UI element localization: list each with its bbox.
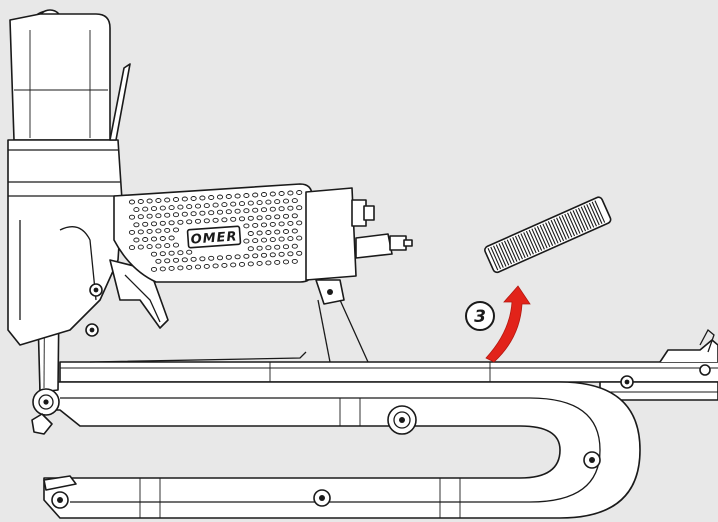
staple-strip <box>484 196 612 274</box>
curved-arrow-up-icon <box>485 285 531 363</box>
head-top-housing <box>9 13 111 141</box>
handle-cap <box>305 187 357 281</box>
air-fitting <box>355 233 393 259</box>
lower-frame <box>39 381 641 519</box>
head-main-housing <box>7 139 123 346</box>
handle: OMER <box>89 183 413 363</box>
step-badge-circle <box>465 301 495 331</box>
base-rail <box>59 328 718 401</box>
insertion-arrow <box>485 285 531 363</box>
step-number: 3 <box>474 307 486 327</box>
brand-badge <box>186 225 242 249</box>
safety-clip <box>109 63 131 141</box>
brand-label: OMER <box>190 229 238 247</box>
c-frame <box>39 381 641 519</box>
step-badge: 3 <box>465 301 495 331</box>
rail-end-latch <box>659 339 718 363</box>
stapler-body <box>7 13 169 346</box>
staple-strip-ridges <box>487 200 606 271</box>
top-rail <box>59 361 718 383</box>
grip-texture <box>128 190 303 272</box>
